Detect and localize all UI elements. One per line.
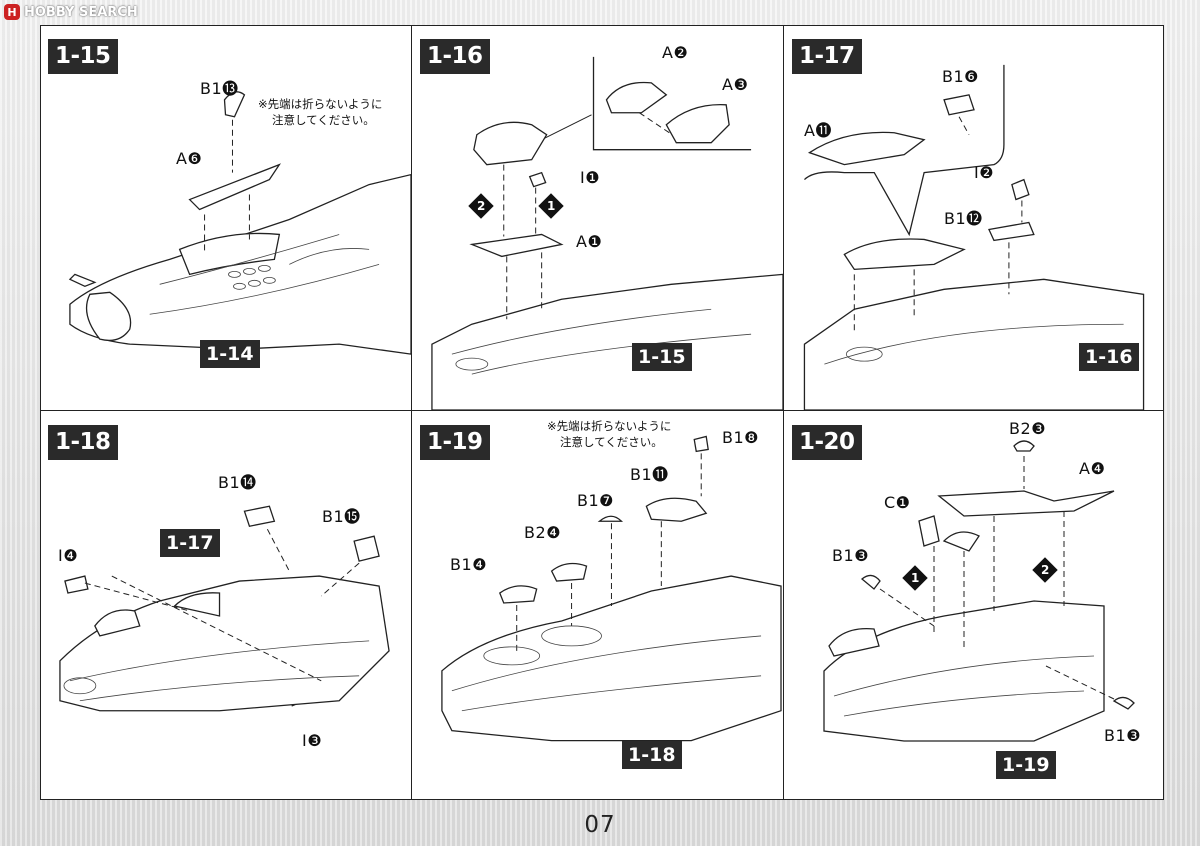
ship-diagram-illustration <box>803 64 1145 410</box>
part-label: B1⓬ <box>944 209 983 228</box>
ship-diagram-illustration <box>823 440 1135 742</box>
watermark-brand: H HOBBY SEARCH <box>4 3 138 21</box>
panel-step-1-17: 1-17 B1❻ A⓫ I❷ B1⓬ 1-16 <box>784 25 1164 411</box>
ship-diagram-illustration <box>431 56 783 410</box>
part-label: I❶ <box>580 168 601 187</box>
steps-grid: 1-15 B1⓭ ※先端は折らないように 注意してください。 A❻ 1-14 <box>40 25 1164 800</box>
ship-diagram-illustration <box>59 505 390 712</box>
part-label: B1❸ <box>1104 726 1141 745</box>
part-label: B1❻ <box>942 67 979 86</box>
part-label: B1⓭ <box>200 79 239 98</box>
part-label: B1⓫ <box>630 465 669 484</box>
part-label: I❷ <box>974 163 995 182</box>
panel-step-1-18: 1-18 B1⓮ B1⓯ I❹ I❸ 1-17 <box>40 411 412 800</box>
part-label: B1⓯ <box>322 507 361 526</box>
part-label: B2❹ <box>524 523 561 542</box>
part-label: A❹ <box>1079 459 1106 478</box>
part-label: A⓫ <box>804 121 832 140</box>
ship-diagram-illustration <box>441 435 782 742</box>
panel-step-1-16: 1-16 A❷ A❸ I❶ A❶ 2 1 1-15 <box>412 25 784 411</box>
caution-note-line: 注意してください。 <box>560 435 663 449</box>
reference-step-tag: 1-15 <box>632 343 692 371</box>
reference-step-tag: 1-19 <box>996 751 1056 779</box>
panel-step-1-20: 1-20 B2❸ A❹ C❶ B1❸ B1❸ 1 2 1-19 <box>784 411 1164 800</box>
caution-note-line: 注意してください。 <box>272 113 375 127</box>
part-label: A❷ <box>662 43 689 62</box>
panel-step-1-15: 1-15 B1⓭ ※先端は折らないように 注意してください。 A❻ 1-14 <box>40 25 412 411</box>
part-label: B1❹ <box>450 555 487 574</box>
caution-note-line: ※先端は折らないように <box>258 97 383 111</box>
reference-step-tag: 1-14 <box>200 340 260 368</box>
step-number: 1-16 <box>420 39 490 74</box>
hobby-search-logo: H <box>4 4 20 20</box>
part-label: B1⓮ <box>218 473 257 492</box>
part-label: I❹ <box>58 546 79 565</box>
part-label: A❸ <box>722 75 749 94</box>
step-number: 1-19 <box>420 425 490 460</box>
step-number: 1-20 <box>792 425 862 460</box>
part-label: B1❼ <box>577 491 614 510</box>
step-number: 1-15 <box>48 39 118 74</box>
part-label: B1❽ <box>722 428 759 447</box>
step-number: 1-18 <box>48 425 118 460</box>
reference-step-tag: 1-18 <box>622 741 682 769</box>
part-label: A❶ <box>576 232 603 251</box>
part-label: A❻ <box>176 149 203 168</box>
step-number: 1-17 <box>792 39 862 74</box>
part-label: C❶ <box>884 493 911 512</box>
ship-diagram-illustration <box>68 91 411 355</box>
part-label: B1❸ <box>832 546 869 565</box>
reference-step-tag: 1-16 <box>1079 343 1139 371</box>
caution-note-line: ※先端は折らないように <box>547 419 672 433</box>
brand-name: HOBBY SEARCH <box>24 4 138 20</box>
part-label: B2❸ <box>1009 419 1046 438</box>
part-label: I❸ <box>302 731 323 750</box>
panel-step-1-19: 1-19 ※先端は折らないように 注意してください。 B1❽ B1⓫ B1❼ B… <box>412 411 784 800</box>
reference-step-tag: 1-17 <box>160 529 220 557</box>
page-number: 07 <box>584 812 616 838</box>
